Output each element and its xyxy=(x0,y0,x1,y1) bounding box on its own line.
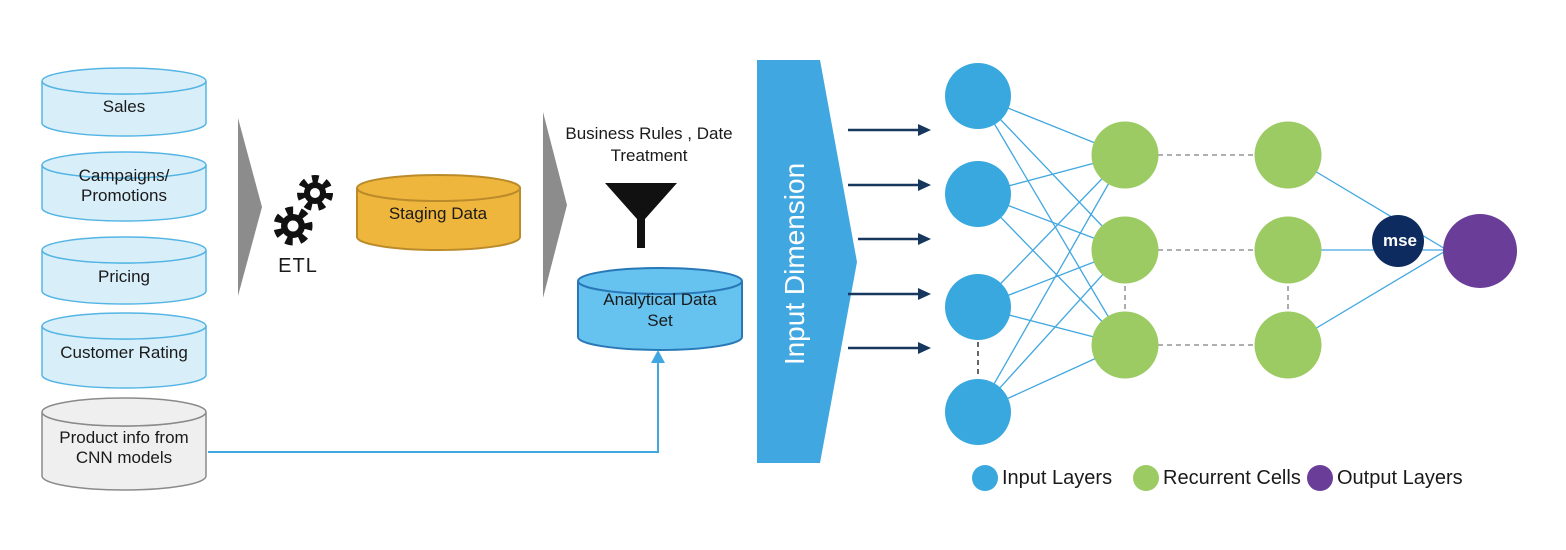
filter-funnel-icon xyxy=(605,183,677,248)
mse-node-label: mse xyxy=(1382,231,1418,250)
staging-data-label: Staging Data xyxy=(388,204,488,223)
etl-label: ETL xyxy=(278,255,318,277)
input-node xyxy=(945,161,1011,227)
database-cylinder-sales xyxy=(41,67,207,137)
legend-label-recurrent-cells: Recurrent Cells xyxy=(1163,467,1301,489)
business-rules-label: Business Rules , Date Treatment xyxy=(565,124,733,165)
database-cylinder-pricing xyxy=(41,236,207,305)
recurrent-node xyxy=(1091,121,1159,189)
legend-label-output-layers: Output Layers xyxy=(1337,467,1463,489)
gear-icon-small xyxy=(297,175,333,211)
input-node xyxy=(945,274,1011,340)
analytical-data-set-label: Analytical Data Set xyxy=(603,290,717,330)
input-node xyxy=(945,63,1011,129)
pricing-cylinder-label: Pricing xyxy=(98,267,150,286)
mse-node xyxy=(1372,215,1424,267)
input-node xyxy=(945,379,1011,445)
recurrent-node xyxy=(1091,216,1159,284)
cnn-to-analytical-connector xyxy=(208,361,659,453)
legend-label-input-layers: Input Layers xyxy=(1002,467,1113,489)
recurrent-node xyxy=(1091,311,1159,379)
recurrent-node xyxy=(1254,121,1322,189)
legend-dot-recurrent-cells xyxy=(1133,465,1159,491)
legend-dot-output-layers xyxy=(1307,465,1333,491)
input-dimension-label: Input Dimension xyxy=(779,162,810,366)
input-arrows xyxy=(848,128,918,350)
legend-dot-input-layers xyxy=(972,465,998,491)
recurrent-cell-nodes xyxy=(1091,121,1322,379)
gears-icon xyxy=(273,175,333,246)
input-layer-nodes xyxy=(945,63,1011,445)
campaigns-cylinder-label: Campaigns/ Promotions xyxy=(78,166,170,205)
source-cylinders xyxy=(41,67,207,389)
sales-cylinder-label: Sales xyxy=(102,97,146,116)
gear-icon-large xyxy=(273,206,313,246)
flow-chevron-1 xyxy=(238,118,262,296)
recurrent-node xyxy=(1254,216,1322,284)
output-node xyxy=(1443,214,1517,288)
database-cylinder-product-info xyxy=(41,397,207,491)
customer-rating-cylinder-label: Customer Rating xyxy=(60,343,188,362)
database-cylinder-campaigns xyxy=(41,151,207,222)
input-arrowheads xyxy=(918,124,931,354)
input-dimension-banner xyxy=(757,60,857,463)
connector-arrowhead-up xyxy=(651,350,665,363)
recurrent-node xyxy=(1254,311,1322,379)
database-cylinder-customer-rating xyxy=(41,312,207,389)
flow-chevron-2 xyxy=(543,112,567,298)
staging-data-cylinder xyxy=(356,174,521,251)
recurrent-dashed-links xyxy=(1124,154,1289,346)
product-info-cylinder-label: Product info from CNN models xyxy=(59,428,189,467)
analytical-data-set-cylinder xyxy=(577,267,743,351)
